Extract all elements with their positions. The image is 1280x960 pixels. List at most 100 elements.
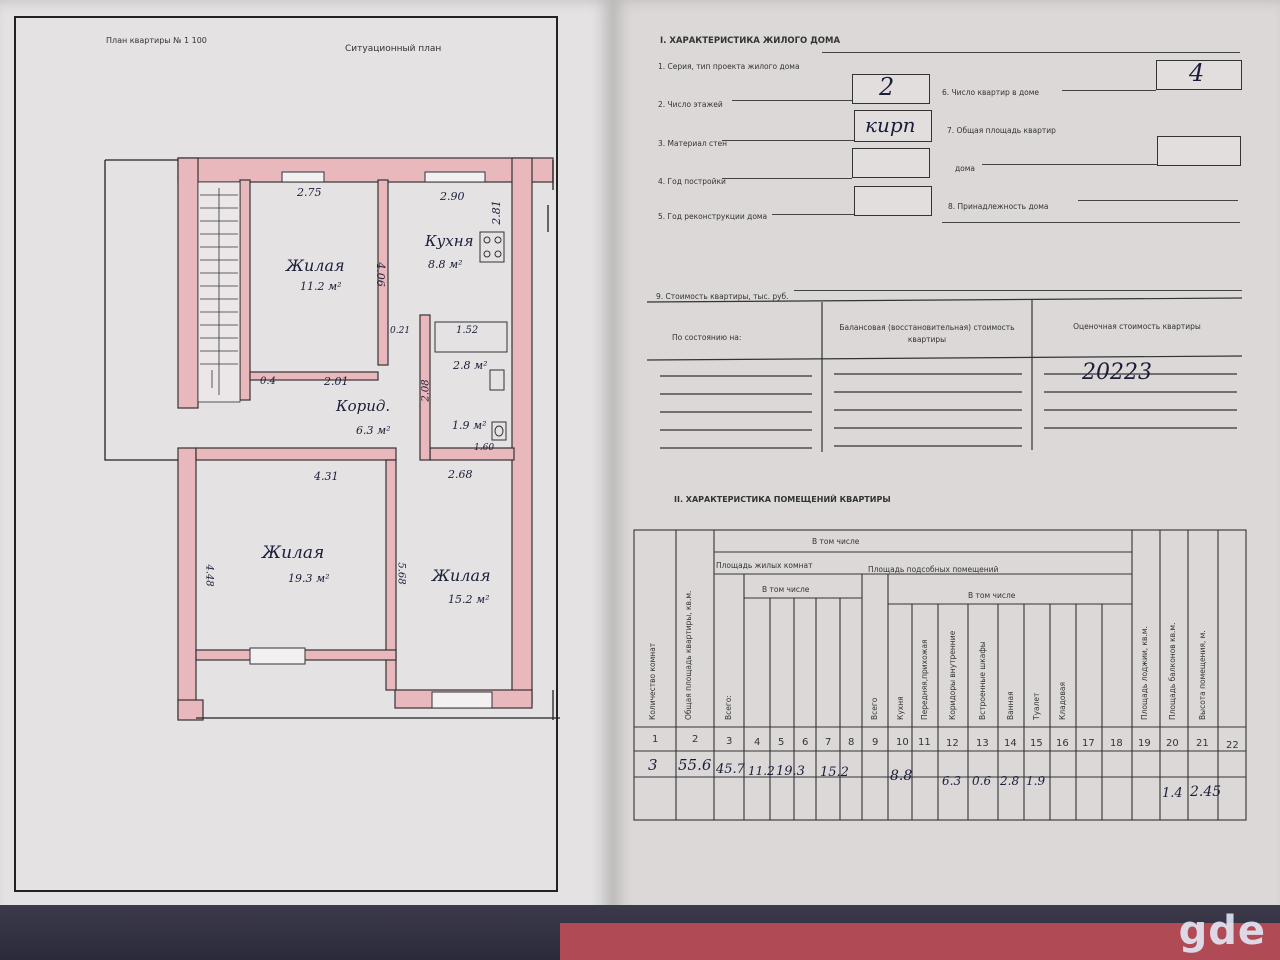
col-label-1: Количество комнат bbox=[648, 642, 657, 720]
rooms-table bbox=[633, 529, 1247, 821]
corridor-area: 6.3 м² bbox=[356, 424, 391, 437]
col-num-20: 20 bbox=[1166, 738, 1179, 749]
field3-line bbox=[722, 140, 854, 141]
plan-header-center: Ситуационный план bbox=[345, 44, 442, 54]
field1-line bbox=[822, 52, 1240, 53]
field6-label: 6. Число квартир в доме bbox=[942, 88, 1039, 97]
col-num-6: 6 bbox=[802, 737, 809, 748]
field8-line bbox=[1078, 200, 1238, 201]
background-strip bbox=[0, 905, 1280, 960]
t-header-vtom: В том числе bbox=[812, 537, 860, 546]
val-rooms: 3 bbox=[648, 756, 658, 774]
dim-406: 4.06 bbox=[373, 262, 387, 287]
field5-label: 5. Год реконструкции дома bbox=[658, 212, 768, 221]
section2-title: II. ХАРАКТЕРИСТИКА ПОМЕЩЕНИЙ КВАРТИРЫ bbox=[674, 495, 891, 504]
dim-290: 2.90 bbox=[440, 190, 465, 203]
dim-021: 0.21 bbox=[390, 326, 411, 336]
col-label-3: Всего: bbox=[724, 695, 733, 720]
col-num-4: 4 bbox=[754, 737, 761, 748]
col-num-16: 16 bbox=[1056, 738, 1069, 749]
wc-area: 1.9 м² bbox=[452, 419, 487, 432]
field8-line2 bbox=[942, 222, 1240, 223]
val-height: 2.45 bbox=[1190, 784, 1222, 800]
corridor-name: Корид. bbox=[336, 397, 391, 415]
val-kitchen: 8.8 bbox=[890, 768, 913, 784]
col-label-11: Передняя,прихожая bbox=[920, 639, 929, 720]
left-page: План квартиры № 1 100 Ситуационный план bbox=[0, 0, 612, 930]
dim-568: 5.68 bbox=[395, 562, 407, 585]
cost-col2: Балансовая (восстановительная) стоимость… bbox=[839, 323, 1015, 344]
col-num-1: 1 bbox=[652, 734, 659, 745]
col-num-11: 11 bbox=[918, 737, 931, 748]
col-num-12: 12 bbox=[946, 738, 959, 749]
room1-area: 11.2 м² bbox=[300, 280, 342, 293]
col-label-10: Кухня bbox=[896, 696, 905, 720]
col-num-19: 19 bbox=[1138, 738, 1151, 749]
room1-name: Жилая bbox=[286, 256, 345, 275]
field5-line bbox=[772, 214, 854, 215]
kitchen-name: Кухня bbox=[425, 232, 474, 250]
val-living-total: 45.7 bbox=[716, 762, 745, 777]
col-label-12: Коридоры внутренние bbox=[948, 630, 957, 720]
dim-201: 2.01 bbox=[324, 375, 349, 388]
col-num-2: 2 bbox=[692, 734, 699, 745]
floor-plan bbox=[104, 157, 560, 721]
bath-area: 2.8 м² bbox=[453, 359, 488, 372]
val-wc: 1.9 bbox=[1026, 774, 1046, 788]
col-num-14: 14 bbox=[1004, 738, 1017, 749]
t-header-zhil: Площадь жилых комнат bbox=[716, 561, 813, 570]
col-label-15: Туалет bbox=[1032, 692, 1041, 720]
field3-label: 3. Материал стен bbox=[658, 139, 728, 148]
dim-208: 2.08 bbox=[420, 379, 432, 402]
room3-area: 15.2 м² bbox=[448, 593, 490, 606]
val-total-area: 55.6 bbox=[678, 756, 712, 774]
dim-04: 0.4 bbox=[260, 376, 276, 387]
field2-label: 2. Число этажей bbox=[658, 100, 723, 109]
col-label-20: Площадь балконов кв.м. bbox=[1168, 622, 1177, 720]
col-num-9: 9 bbox=[872, 737, 879, 748]
dim-160: 1.60 bbox=[474, 443, 495, 453]
dim-448: 4.48 bbox=[203, 564, 215, 587]
field6-box[interactable]: 4 bbox=[1156, 59, 1242, 90]
col-label-13: Встроенные шкафы bbox=[978, 641, 987, 720]
val-room3: 15.2 bbox=[820, 765, 849, 780]
cost-table bbox=[646, 297, 1243, 452]
val-room2: 19.3 bbox=[776, 764, 805, 779]
col-num-17: 17 bbox=[1082, 738, 1095, 749]
field5-box[interactable] bbox=[854, 186, 932, 216]
col-label-9: Всего bbox=[870, 697, 879, 720]
field4-label: 4. Год постройки bbox=[658, 177, 726, 186]
col-num-21: 21 bbox=[1196, 738, 1209, 749]
field4-box[interactable] bbox=[852, 148, 930, 178]
field3-value: кирп bbox=[865, 113, 916, 137]
section1-title: I. ХАРАКТЕРИСТИКА ЖИЛОГО ДОМА bbox=[660, 36, 841, 46]
field2-box[interactable]: 2 bbox=[852, 73, 930, 104]
t-header-podsob: Площадь подсобных помещений bbox=[868, 565, 999, 574]
col-label-2: Общая площадь квартиры, кв.м. bbox=[684, 590, 693, 720]
cost-value: 20223 bbox=[1082, 360, 1152, 385]
field6-value: 4 bbox=[1189, 59, 1205, 87]
field7-label: 7. Общая площадь квартир bbox=[947, 126, 1056, 135]
col-num-8: 8 bbox=[848, 737, 855, 748]
field7-box[interactable] bbox=[1157, 136, 1241, 166]
col-num-15: 15 bbox=[1030, 738, 1043, 749]
col-num-10: 10 bbox=[896, 737, 909, 748]
room2-area: 19.3 м² bbox=[288, 572, 330, 585]
val-balcony: 1.4 bbox=[1162, 786, 1183, 801]
field3-box[interactable]: кирп bbox=[854, 110, 932, 142]
col-num-22: 22 bbox=[1226, 740, 1239, 751]
val-corridor: 6.3 bbox=[942, 774, 962, 788]
field7-line bbox=[982, 164, 1157, 165]
col-num-5: 5 bbox=[778, 737, 785, 748]
col-num-13: 13 bbox=[976, 738, 989, 749]
plan-header-left: План квартиры № 1 100 bbox=[106, 36, 207, 45]
dim-152: 1.52 bbox=[456, 325, 479, 336]
col-label-21: Высота помещения, м. bbox=[1198, 630, 1207, 720]
right-page: I. ХАРАКТЕРИСТИКА ЖИЛОГО ДОМА 1. Серия, … bbox=[612, 0, 1280, 930]
dim-268: 2.68 bbox=[448, 468, 473, 481]
room3-name: Жилая bbox=[432, 566, 491, 585]
dim-431: 4.31 bbox=[314, 470, 339, 483]
col-num-3: 3 bbox=[726, 736, 733, 747]
room2-name: Жилая bbox=[262, 543, 325, 563]
field2-line bbox=[732, 100, 852, 101]
